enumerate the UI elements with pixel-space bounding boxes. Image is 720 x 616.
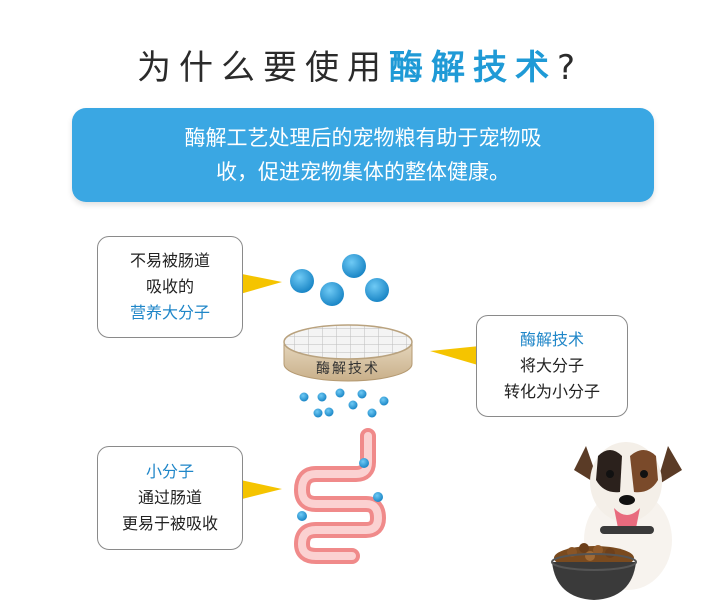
callout-small-line-1: 小分子 xyxy=(145,462,194,481)
page-title: 为什么要使用酶解技术? xyxy=(0,44,720,92)
arrow-icon-2 xyxy=(430,345,490,368)
intro-banner: 酶解工艺处理后的宠物粮有助于宠物吸 收，促进宠物集体的整体健康。 xyxy=(72,108,654,202)
banner-line-2: 收，促进宠物集体的整体健康。 xyxy=(216,160,510,184)
intestine-illustration xyxy=(294,428,386,564)
food-bowl-illustration xyxy=(551,543,637,600)
callout-large-molecules: 不易被肠道 吸收的 营养大分子 xyxy=(97,236,243,338)
callout-enzyme-line-2: 将大分子 xyxy=(519,356,584,375)
callout-small-molecules: 小分子 通过肠道 更易于被吸收 xyxy=(97,446,243,550)
callout-enzyme-line-3: 转化为小分子 xyxy=(503,382,600,401)
banner-line-1: 酶解工艺处理后的宠物粮有助于宠物吸 xyxy=(184,126,542,150)
callout-large-line-2: 吸收的 xyxy=(145,277,194,296)
callout-enzyme-line-1: 酶解技术 xyxy=(519,330,584,349)
callout-small-line-2: 通过肠道 xyxy=(137,488,202,507)
callout-large-line-3: 营养大分子 xyxy=(129,303,210,322)
title-prefix: 为什么要使用 xyxy=(136,48,389,88)
enzyme-filter-disc: 酶解技术 xyxy=(283,324,413,382)
large-molecules xyxy=(290,254,389,306)
title-highlight: 酶解技术 xyxy=(388,48,557,88)
callout-small-line-3: 更易于被吸收 xyxy=(121,514,218,533)
small-molecules xyxy=(299,388,389,418)
dog-illustration xyxy=(574,442,682,590)
callout-enzyme: 酶解技术 将大分子 转化为小分子 xyxy=(476,315,628,417)
title-suffix: ? xyxy=(556,48,584,88)
callout-large-line-1: 不易被肠道 xyxy=(129,251,210,270)
filter-label: 酶解技术 xyxy=(316,361,380,377)
